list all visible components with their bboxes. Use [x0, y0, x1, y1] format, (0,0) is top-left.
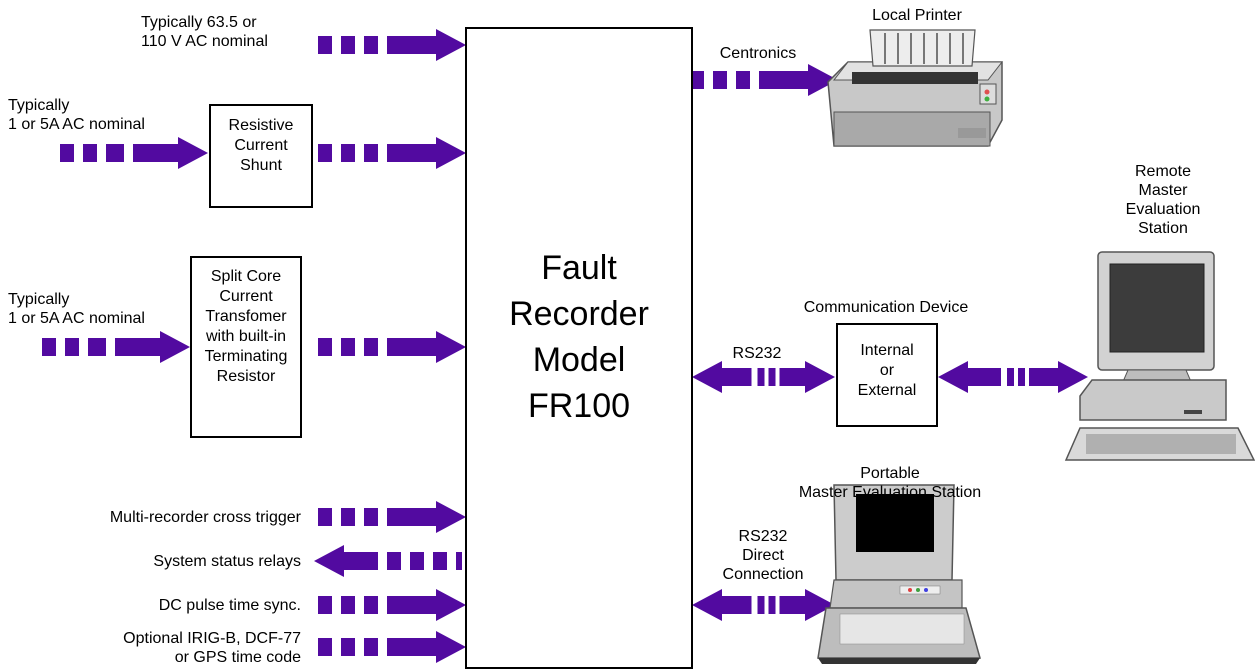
shunt-box-line: Resistive [228, 117, 294, 134]
remote-station-line: Station [1138, 220, 1188, 237]
voltage-input-label: Typically 63.5 or 110 V AC nominal [141, 13, 268, 51]
computer-icon [1064, 251, 1255, 461]
ct-box-label: Split Core Current Transfomer with built… [190, 267, 302, 387]
recorder-title: Fault Recorder Model FR100 [466, 245, 692, 429]
remote-station-line: Remote [1134, 163, 1192, 180]
portable-station-line: Portable [860, 465, 920, 482]
arrow-ct-out [318, 331, 466, 363]
centronics-label: Centronics [719, 45, 797, 62]
arrow-shunt-out [318, 137, 466, 169]
printer-icon [827, 29, 1004, 147]
arrow-current-2-in [42, 331, 190, 363]
time-code-line: Optional IRIG-B, DCF-77 [123, 630, 301, 647]
ct-box-line: Current [219, 288, 273, 305]
voltage-input-line: 110 V AC nominal [141, 33, 268, 50]
status-relays-label: System status relays [153, 553, 301, 570]
arrow-current-1-in [60, 137, 208, 169]
ct-box-line: Terminating [204, 348, 288, 365]
ct-box-line: Resistor [216, 368, 276, 385]
rs232-direct-line: RS232 [738, 528, 788, 545]
comm-device-box-line: or [879, 362, 895, 379]
rs232-direct-line: Direct [742, 547, 784, 564]
remote-station-line: Master [1138, 182, 1188, 199]
arrow-layer [42, 29, 1088, 663]
shunt-box-line: Shunt [240, 157, 282, 174]
comm-device-title: Communication Device [803, 299, 969, 316]
cross-trigger-label: Multi-recorder cross trigger [109, 509, 301, 526]
arrow-rs232 [692, 361, 835, 393]
current-input-label-2: Typically 1 or 5A AC nominal [8, 290, 145, 328]
arrow-cross-trigger [318, 501, 466, 533]
ct-box-line: with built-in [205, 328, 287, 345]
portable-station-line: Master Evaluation Station [798, 484, 982, 501]
pulse-sync-label: DC pulse time sync. [158, 597, 301, 614]
arrow-status-relays [314, 545, 462, 577]
remote-station-line: Evaluation [1125, 201, 1201, 218]
ct-box-line: Split Core [210, 268, 282, 285]
current-input-line: 1 or 5A AC nominal [8, 310, 145, 327]
current-input-line: Typically [8, 97, 70, 114]
current-input-line: Typically [8, 291, 70, 308]
arrow-voltage [318, 29, 466, 61]
comm-device-box [836, 323, 938, 427]
shunt-box-line: Current [234, 137, 288, 154]
remote-station-label: Remote Master Evaluation Station [1104, 162, 1222, 238]
time-code-line: or GPS time code [174, 649, 301, 666]
current-input-label-1: Typically 1 or 5A AC nominal [8, 96, 145, 134]
arrow-centronics [690, 64, 838, 96]
laptop-icon [817, 484, 981, 664]
printer-title: Local Printer [872, 7, 962, 24]
rs232-direct-line: Connection [722, 566, 804, 583]
fault-recorder-box [465, 27, 693, 669]
comm-device-box-label: Internal or External [836, 341, 938, 401]
recorder-title-line: Model [532, 341, 626, 379]
current-input-line: 1 or 5A AC nominal [8, 116, 145, 133]
arrow-time-code [318, 631, 466, 663]
ct-box-line: Transfomer [205, 308, 287, 325]
comm-device-box-line: External [857, 382, 917, 399]
arrow-rs232-direct [692, 589, 835, 621]
ct-box [190, 256, 302, 438]
shunt-box [209, 104, 313, 208]
recorder-title-line: FR100 [527, 387, 631, 425]
rs232-direct-label: RS232 Direct Connection [708, 527, 818, 584]
arrow-comm-remote [938, 361, 1088, 393]
portable-station-label: Portable Master Evaluation Station [770, 464, 1010, 502]
arrow-pulse-sync [318, 589, 466, 621]
voltage-input-line: Typically 63.5 or [141, 14, 257, 31]
comm-device-box-line: Internal [860, 342, 914, 359]
recorder-title-line: Fault [541, 249, 617, 287]
recorder-title-line: Recorder [509, 295, 649, 333]
rs232-label: RS232 [732, 345, 782, 362]
time-code-label: Optional IRIG-B, DCF-77 or GPS time code [123, 629, 301, 667]
shunt-box-label: Resistive Current Shunt [209, 116, 313, 176]
